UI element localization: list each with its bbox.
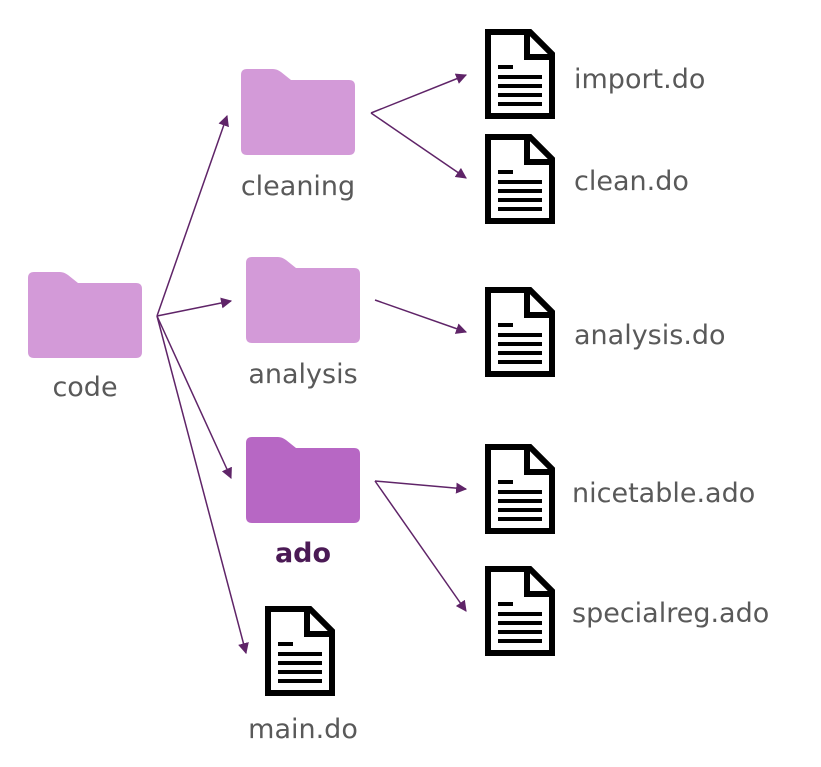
node-label: analysis — [248, 359, 357, 390]
edge-code-to-main-do — [156, 315, 249, 655]
folder-icon — [246, 437, 360, 523]
node-main-do[interactable]: main.do — [248, 609, 358, 745]
node-label: nicetable.ado — [572, 478, 755, 509]
folder-icon — [246, 257, 360, 343]
file-icon — [488, 447, 552, 531]
file-icon — [488, 32, 552, 116]
file-icon — [268, 609, 332, 693]
edge-cleaning-to-clean-do — [370, 112, 467, 179]
node-nicetable-ado[interactable]: nicetable.ado — [488, 447, 755, 531]
folder-icon — [241, 69, 355, 155]
node-analysis[interactable]: analysis — [246, 257, 360, 390]
edge-code-to-cleaning — [156, 114, 229, 317]
node-specialreg-ado[interactable]: specialreg.ado — [488, 569, 769, 653]
node-clean-do[interactable]: clean.do — [488, 137, 689, 221]
edge-code-to-ado — [156, 315, 232, 480]
edge-code-to-analysis — [156, 297, 233, 317]
node-label: clean.do — [574, 166, 689, 197]
node-label: ado — [275, 538, 331, 569]
file-icon — [488, 569, 552, 653]
node-ado[interactable]: ado — [246, 437, 360, 569]
node-label: main.do — [248, 714, 358, 745]
node-label: specialreg.ado — [572, 598, 769, 629]
file-icon — [488, 290, 552, 374]
edge-ado-to-nicetable-ado — [374, 480, 468, 494]
node-label: import.do — [574, 64, 705, 95]
edge-cleaning-to-import-do — [370, 73, 468, 114]
node-code[interactable]: code — [28, 272, 142, 403]
edges — [156, 73, 468, 655]
node-analysis-do[interactable]: analysis.do — [488, 290, 726, 374]
file-icon — [488, 137, 552, 221]
edge-ado-to-specialreg-ado — [374, 480, 467, 612]
node-import-do[interactable]: import.do — [488, 32, 705, 116]
edge-analysis-to-analysis-do — [374, 299, 468, 334]
node-label: code — [52, 372, 117, 403]
folder-icon — [28, 272, 142, 358]
node-cleaning[interactable]: cleaning — [241, 69, 355, 202]
node-label: cleaning — [241, 171, 355, 202]
node-label: analysis.do — [574, 320, 726, 351]
